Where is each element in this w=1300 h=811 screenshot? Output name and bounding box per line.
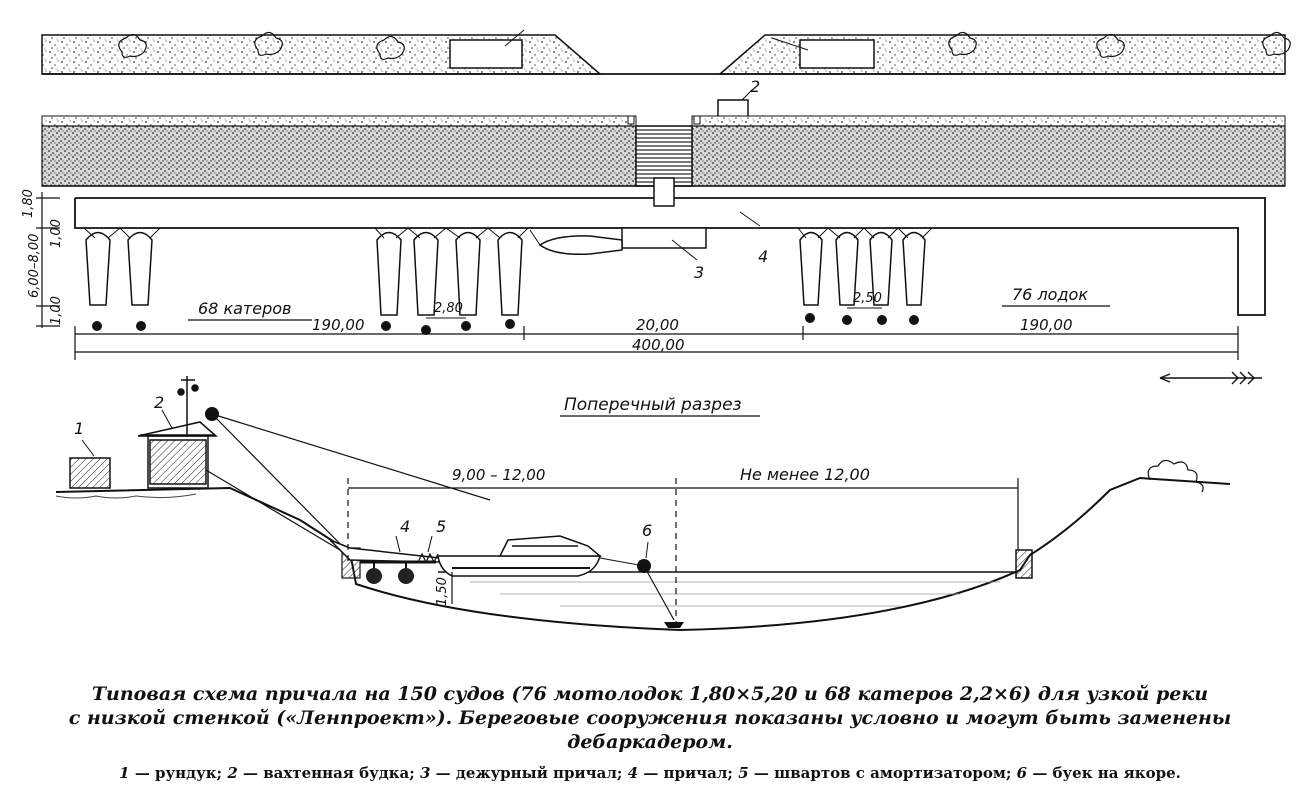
dim-bottom: 1,00 — [49, 296, 64, 325]
dim-top: 1,00 — [49, 219, 64, 248]
dim-middle: 6,00–8,00 — [27, 234, 42, 298]
label-4-section: 4 — [400, 517, 410, 536]
label-5-section: 5 — [436, 517, 446, 536]
legend-num-3: 3 — [420, 764, 431, 782]
bush-icon — [1147, 459, 1204, 493]
legend-text-1: — рундук; — [129, 764, 228, 782]
legend-num-6: 6 — [1016, 764, 1028, 782]
lamp-post-icon — [177, 376, 199, 436]
caption-line-3: дебаркадером. — [567, 731, 733, 753]
pier-section — [329, 539, 441, 584]
dim-left-section: 190,00 — [312, 316, 365, 334]
plan-view: 2 4 3 — [21, 29, 1291, 385]
dim-middle-section: 20,00 — [636, 316, 679, 334]
dim-span-left: 9,00 – 12,00 — [452, 466, 545, 484]
stairway — [635, 125, 693, 187]
duty-boat — [538, 235, 623, 256]
label-68-boats: 68 катеров — [198, 299, 291, 318]
dim-depth: 1,50 — [435, 577, 450, 606]
caption-line-1: Типовая схема причала на 150 судов (76 м… — [91, 683, 1209, 705]
legend-num-4: 4 — [627, 764, 639, 782]
dim-spacing-left: 2,80 — [434, 301, 463, 316]
guard-booth-section — [137, 421, 218, 489]
anchor-buoys — [92, 313, 919, 335]
boats-left — [85, 231, 523, 316]
caption-line-2: с низкой стенкой («Ленпроект»). Береговы… — [68, 707, 1232, 729]
legend-text-2: — вахтенная будка; — [237, 764, 421, 782]
caption: Типовая схема причала на 150 судов (76 м… — [20, 682, 1280, 754]
label-6-section: 6 — [642, 521, 652, 540]
dim-height-total: 1,80 — [21, 189, 36, 218]
label-4-plan: 4 — [758, 247, 768, 266]
dim-total: 400,00 — [632, 336, 685, 354]
legend-text-3: — дежурный причал; — [430, 764, 628, 782]
duty-berth — [621, 227, 707, 249]
mooring-lines — [83, 227, 933, 239]
legend-num-5: 5 — [738, 764, 749, 782]
far-bank-wall — [1015, 549, 1033, 579]
horizontal-dimensions — [74, 326, 1239, 360]
dim-span-right: Не менее 12,00 — [740, 465, 870, 484]
riverbank-ground — [55, 476, 1231, 632]
legend-text-5: — швартов с амортизатором; — [748, 764, 1017, 782]
anchor-icon — [664, 622, 684, 628]
shore-building-left — [449, 39, 523, 69]
river-embankment — [41, 115, 1286, 187]
gangway — [653, 177, 675, 207]
legend-num-2: 2 — [227, 764, 238, 782]
legend-num-1: 1 — [119, 764, 130, 782]
pier: 4 3 — [74, 177, 1266, 316]
label-1-section: 1 — [74, 419, 84, 438]
label-2-section: 2 — [154, 393, 164, 412]
legend-text-4: — причал; — [638, 764, 739, 782]
mooring-shock-absorber — [417, 552, 439, 564]
label-2-plan: 2 — [750, 77, 760, 96]
cross-section: Поперечный разрез 1 2 — [55, 376, 1231, 632]
label-76-boats: 76 лодок — [1012, 285, 1088, 304]
label-3-plan: 3 — [694, 263, 704, 282]
river-flow-arrow — [1159, 371, 1262, 385]
shore-building-right — [799, 39, 875, 69]
boats-right — [799, 231, 926, 306]
storage-box — [69, 457, 111, 489]
section-dimensions — [347, 478, 1019, 622]
legend: 1 — рундук; 2 — вахтенная будка; 3 — деж… — [20, 764, 1280, 782]
tree-icon — [118, 31, 1291, 60]
vertical-dimensions — [36, 192, 60, 328]
dim-spacing-right: 2,50 — [853, 291, 882, 306]
motorboat — [437, 535, 603, 577]
section-title: Поперечный разрез — [564, 395, 742, 415]
legend-text-6: — буек на якоре. — [1027, 764, 1181, 782]
dim-right-section: 190,00 — [1020, 316, 1073, 334]
top-embankment — [41, 29, 1291, 75]
